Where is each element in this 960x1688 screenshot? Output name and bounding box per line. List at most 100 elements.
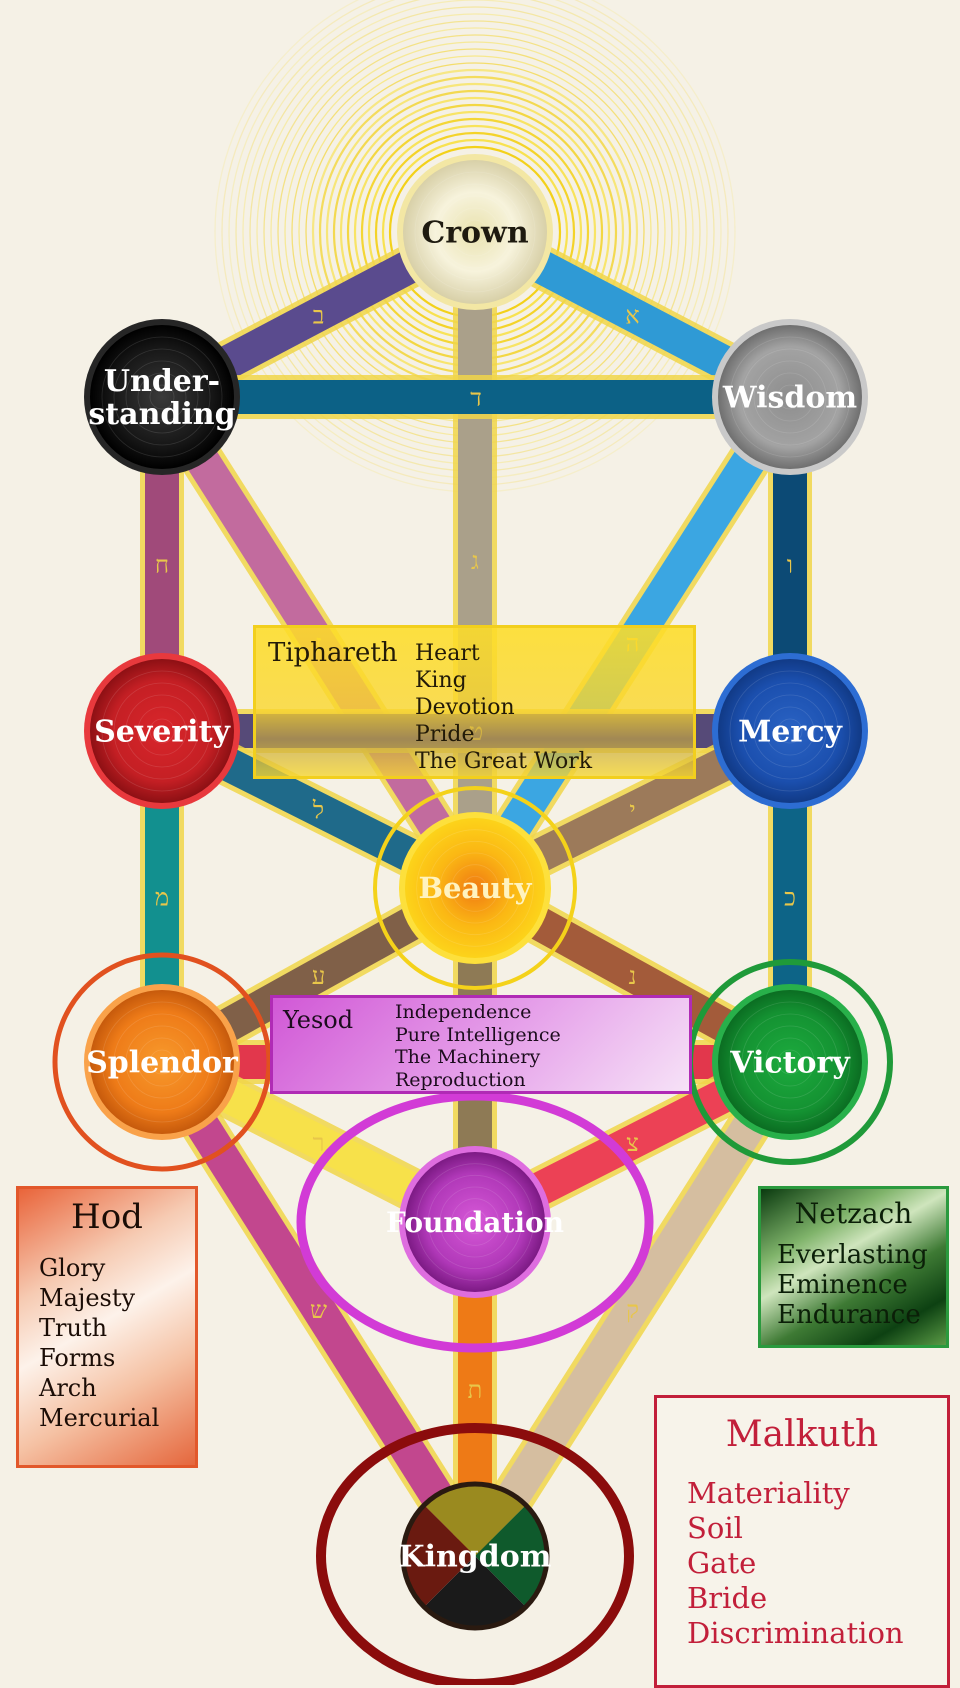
sephira-groove [113, 348, 211, 446]
sephira-groove [125, 360, 199, 434]
sephira-label-line: Crown [421, 216, 529, 251]
sephira-label-line: Severity [94, 715, 231, 750]
sephira-groove [451, 864, 499, 912]
sephira-crown: Crown [397, 154, 553, 310]
path-letter: ו [787, 551, 793, 579]
sephira-groove [741, 682, 839, 780]
malkuth-list: Materiality Soil Gate Bride Discriminati… [687, 1476, 904, 1651]
sephira-mercy: Mercy [712, 653, 868, 809]
yesod-item: Reproduction [395, 1068, 526, 1091]
sephira-groove [414, 171, 536, 293]
sephira-wisdom: Wisdom [712, 319, 868, 475]
yesod-list: Independence Pure Intelligence The Machi… [395, 1001, 561, 1091]
kingdom-quadrant [402, 1505, 475, 1607]
kingdom-quadrant [424, 1556, 526, 1629]
sephira-label-line: Foundation [386, 1206, 564, 1239]
tiphareth-item: King [415, 668, 467, 693]
malkuth-item: Gate [687, 1546, 757, 1580]
sephira-groove [753, 1025, 827, 1099]
sephira-label-line: Wisdom [722, 381, 857, 416]
sephira-groove [101, 670, 223, 792]
sephira-disc [718, 990, 862, 1134]
sephira-groove [741, 348, 839, 446]
sephira-groove [125, 694, 199, 768]
path-letter: כ [784, 884, 796, 912]
sephira-groove [729, 1001, 851, 1123]
hod-list: Glory Majesty Truth Forms Arch Mercurial [39, 1253, 159, 1433]
sephira-kingdom: Kingdom [399, 1481, 552, 1631]
sephira-splendor: Splendor [84, 984, 240, 1140]
sephira-groove [753, 360, 827, 434]
kingdom-quadrant [424, 1484, 526, 1556]
tiphareth-item: The Great Work [415, 749, 593, 774]
sephira-label: Splendor [86, 1046, 239, 1081]
sephira-groove [765, 706, 815, 756]
netzach-panel: Netzach Everlasting Eminence Endurance [758, 1186, 949, 1348]
sephira-label: Crown [421, 216, 529, 251]
path-letter: י [629, 797, 635, 825]
sephira-understanding: Under-standing [84, 319, 240, 475]
sephira-groove [427, 840, 523, 936]
sephira-label-line: Kingdom [399, 1540, 552, 1575]
sephira-groove [777, 1049, 803, 1075]
kingdom-quadrant [475, 1505, 547, 1607]
tiphareth-title: Tiphareth [268, 638, 398, 668]
sephira-label: Kingdom [399, 1540, 552, 1575]
hod-item: Arch [39, 1374, 97, 1402]
hod-item: Mercurial [39, 1404, 160, 1432]
sephira-groove [462, 219, 488, 245]
sephira-disc [90, 659, 234, 803]
sephira-label: Wisdom [722, 381, 857, 416]
sephira-disc [403, 160, 547, 304]
sephira-groove [450, 207, 500, 257]
yesod-item: Independence [395, 1001, 532, 1023]
path-letter: ת [468, 1376, 483, 1404]
sephira-groove [149, 718, 175, 744]
sephira-disc [718, 659, 862, 803]
sephira-disc [405, 818, 545, 958]
path-letter: ח [155, 551, 169, 579]
splendor-ring [52, 952, 272, 1172]
sephira-beauty: Beauty [399, 812, 551, 964]
hod-panel: Hod Glory Majesty Truth Forms Arch Mercu… [16, 1186, 198, 1468]
kingdom-ring [316, 1423, 634, 1685]
path-splendor-kingdom [143, 1050, 494, 1568]
sephira-groove [416, 829, 534, 947]
sephira-groove [101, 336, 223, 458]
hod-title: Hod [71, 1197, 143, 1237]
path-band [147, 1052, 490, 1566]
sephira-disc [718, 325, 862, 469]
path-letter: ב [313, 302, 325, 330]
hod-item: Glory [39, 1254, 106, 1282]
malkuth-item: Bride [687, 1581, 768, 1615]
sephira-label-line: Under- [104, 364, 220, 399]
sephira-groove [438, 195, 512, 269]
hod-item: Majesty [39, 1284, 136, 1312]
path-letter: מ [155, 884, 169, 912]
yesod-item: The Machinery [395, 1046, 541, 1068]
sephira-groove [729, 336, 851, 458]
yesod-title: Yesod [283, 1006, 354, 1034]
sephira-groove [753, 694, 827, 768]
sephira-groove [462, 875, 488, 901]
beauty-ring [373, 786, 577, 990]
sephira-groove [149, 1049, 175, 1075]
hod-item: Forms [39, 1344, 116, 1372]
sephira-groove [101, 1001, 223, 1123]
sephira-label-line: standing [88, 397, 235, 432]
sephira-groove [777, 718, 803, 744]
path-letter: ר [313, 1129, 325, 1157]
path-letter: ע [312, 962, 326, 990]
sephira-groove [427, 1174, 523, 1270]
tiphareth-item: Heart [415, 641, 480, 666]
path-letter: צ [626, 1129, 639, 1157]
sephira-label-line: Victory [729, 1046, 851, 1081]
sephira-disc [405, 1152, 545, 1292]
sephira-groove [137, 706, 187, 756]
netzach-item: Endurance [777, 1300, 921, 1330]
path-letter: ל [312, 797, 324, 825]
sephira-groove [137, 372, 187, 422]
malkuth-item: Materiality [687, 1476, 850, 1510]
sephira-label: Foundation [386, 1206, 564, 1239]
path-letter: ק [626, 1296, 639, 1324]
